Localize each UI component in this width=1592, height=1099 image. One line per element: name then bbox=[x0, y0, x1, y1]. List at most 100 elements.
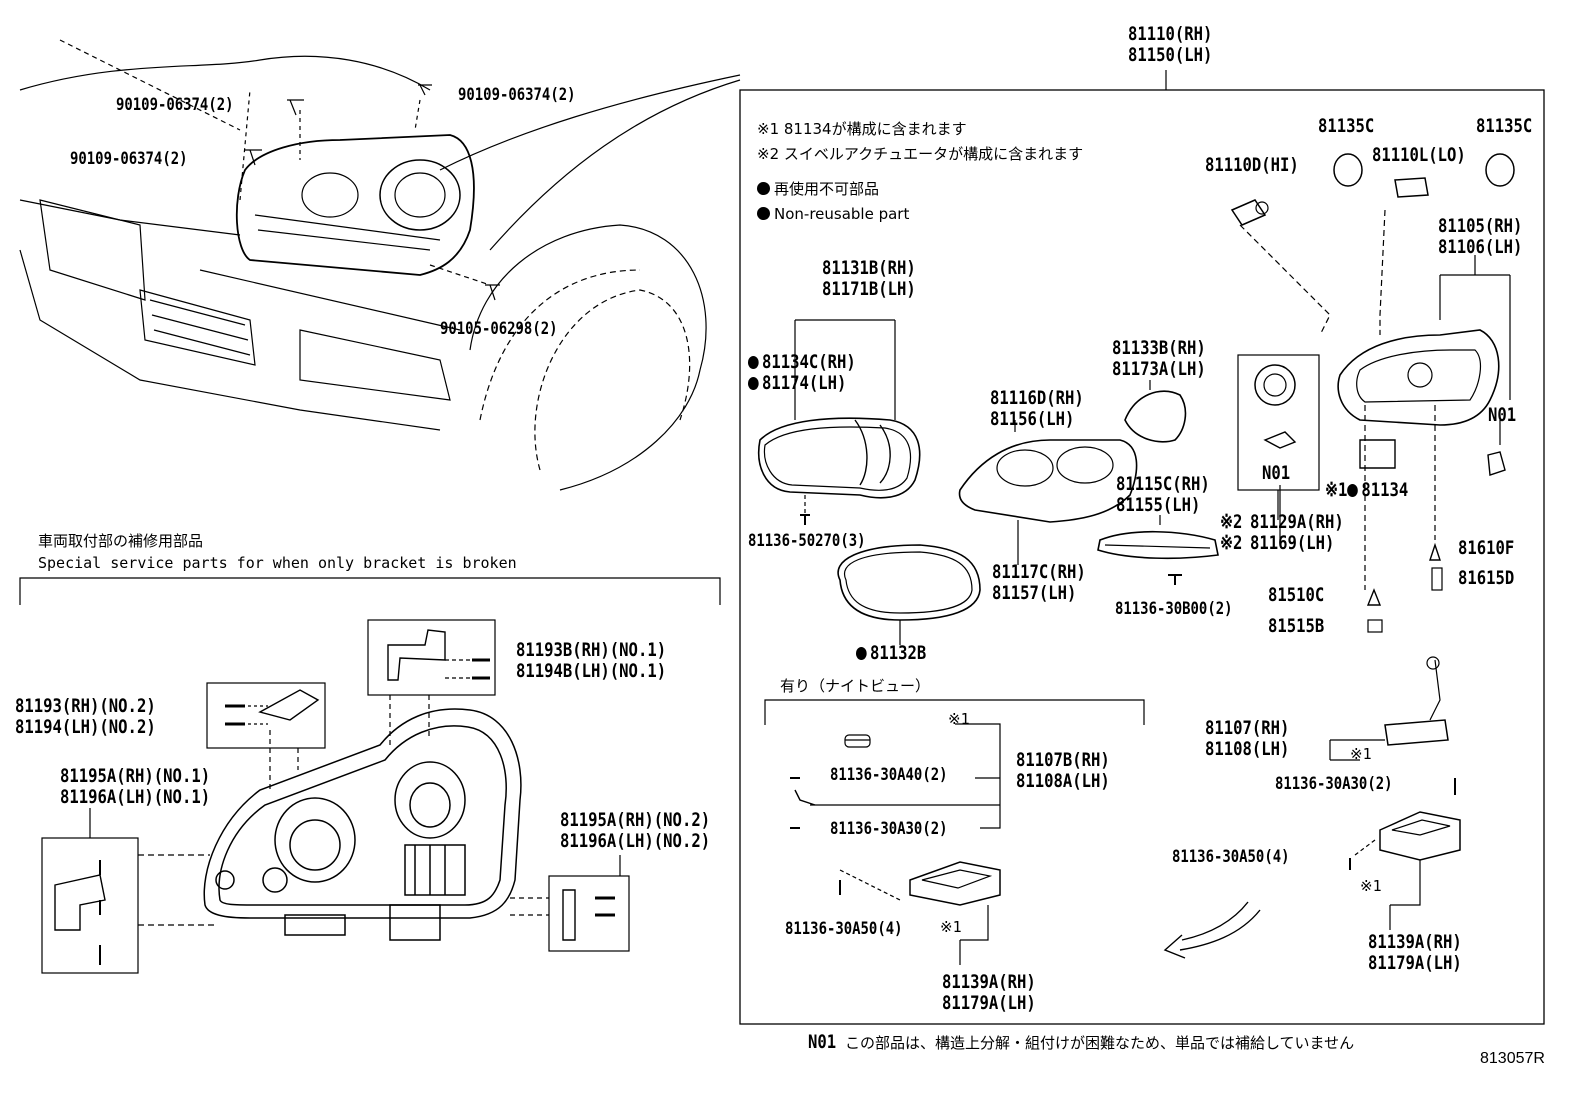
part-81108-lh: 81108(LH) bbox=[1205, 738, 1290, 760]
note-2: ※2 スイベルアクチュエータが構成に含まれます bbox=[757, 145, 1084, 163]
non-reusable-dot-icon bbox=[757, 207, 770, 220]
legend-jp: 再使用不可部品 bbox=[757, 178, 879, 200]
part-81136-30a30-nightview: 81136-30A30(2) bbox=[830, 819, 948, 839]
part-81196a-lh-no2: 81196A(LH)(NO.2) bbox=[560, 830, 711, 852]
bolt-label-4: 90105-06298(2) bbox=[440, 319, 558, 339]
part-81194-lh: 81194(LH)(NO.2) bbox=[15, 716, 156, 738]
legend-en: Non-reusable part bbox=[757, 203, 909, 225]
part-81195a-rh-no1: 81195A(RH)(NO.1) bbox=[60, 765, 211, 787]
part-81173a-lh: 81173A(LH) bbox=[1112, 358, 1206, 380]
part-81106-lh: 81106(LH) bbox=[1438, 236, 1523, 258]
bracket-no2-box bbox=[206, 682, 326, 749]
part-81194b-lh: 81194B(LH)(NO.1) bbox=[516, 660, 667, 682]
service-title-jp: 車両取付部の補修用部品 bbox=[38, 532, 204, 550]
part-81136-30a40: 81136-30A40(2) bbox=[830, 765, 948, 785]
part-81193-rh: 81193(RH)(NO.2) bbox=[15, 695, 156, 717]
part-81179a-lh-right: 81179A(LH) bbox=[1368, 952, 1462, 974]
part-81136-30a50-right: 81136-30A50(4) bbox=[1172, 847, 1290, 867]
bracket-81195a-no1-box bbox=[41, 837, 215, 974]
non-reusable-dot-icon bbox=[757, 182, 770, 195]
n01-label-right: N01 bbox=[1488, 404, 1517, 426]
bulbs bbox=[1230, 153, 1515, 633]
part-81139a-rh-right: 81139A(RH) bbox=[1368, 931, 1462, 953]
part-81156-lh: 81156(LH) bbox=[990, 408, 1075, 430]
part-81157-lh: 81157(LH) bbox=[992, 582, 1077, 604]
nightview-frame bbox=[764, 699, 1145, 965]
bolt-label-1: 90109-06374(2) bbox=[116, 95, 234, 115]
part-81133b bbox=[1124, 380, 1187, 443]
bolt-label-2: 90109-06374(2) bbox=[458, 85, 576, 105]
vehicle-front-illustration bbox=[19, 39, 741, 491]
part-81129a-rh: 81129A(RH) bbox=[1250, 511, 1344, 533]
bracket-81195a-no2-box bbox=[510, 875, 630, 952]
non-reusable-dot-icon bbox=[856, 647, 867, 660]
service-title-en: Special service parts for when only brac… bbox=[38, 554, 517, 572]
mark-1-81107: ※1 bbox=[1350, 745, 1372, 763]
part-81116d-rh: 81116D(RH) bbox=[990, 387, 1084, 409]
bracket-no1-box bbox=[367, 619, 496, 696]
assembly-label-rh: 81110(RH) bbox=[1128, 23, 1213, 45]
part-81196a-lh-no1: 81196A(LH)(NO.1) bbox=[60, 786, 211, 808]
footer-n01-label: N01 bbox=[808, 1031, 837, 1053]
headlamp-housing-rear bbox=[203, 708, 522, 941]
housing-81105 bbox=[1279, 255, 1511, 540]
part-81129a-box bbox=[1237, 354, 1320, 520]
gasket-81132b bbox=[837, 544, 981, 645]
part-81174-lh: 81174(LH) bbox=[748, 373, 846, 393]
part-81136-30a50-nightview: 81136-30A50(4) bbox=[785, 919, 903, 939]
trim-81131b bbox=[758, 319, 921, 525]
ecu-81107 bbox=[1329, 656, 1456, 795]
rotation-arrow bbox=[1163, 901, 1261, 959]
bracket-81139a-right bbox=[1349, 811, 1461, 930]
bezel-81116d bbox=[958, 420, 1138, 565]
main-frame bbox=[739, 70, 1545, 1025]
part-81131b-rh: 81131B(RH) bbox=[822, 257, 916, 279]
part-81107b-rh: 81107B(RH) bbox=[1016, 749, 1110, 771]
nightview-title: 有り（ナイトビュー） bbox=[780, 677, 931, 695]
assembly-label-lh: 81150(LH) bbox=[1128, 44, 1213, 66]
part-81115c bbox=[1097, 515, 1219, 585]
note-1: ※1 81134が構成に含まれます bbox=[757, 120, 967, 138]
part-81195a-rh-no2: 81195A(RH)(NO.2) bbox=[560, 809, 711, 831]
part-81136-30a30-right: 81136-30A30(2) bbox=[1275, 774, 1393, 794]
non-reusable-dot-icon bbox=[748, 356, 759, 369]
part-81139a-rh-nightview: 81139A(RH) bbox=[942, 971, 1036, 993]
part-81135c-right: 81135C bbox=[1476, 115, 1533, 137]
mark-2a: ※2 bbox=[1220, 511, 1243, 533]
service-section-frame bbox=[19, 577, 721, 605]
part-81132b: 81132B bbox=[856, 643, 926, 663]
mark-2b: ※2 bbox=[1220, 532, 1243, 554]
non-reusable-dot-icon bbox=[1347, 484, 1359, 497]
part-81110l: 81110L(LO) bbox=[1372, 144, 1466, 166]
part-81193b-rh: 81193B(RH)(NO.1) bbox=[516, 639, 667, 661]
part-81117c-rh: 81117C(RH) bbox=[992, 561, 1086, 583]
part-81135c-left: 81135C bbox=[1318, 115, 1375, 137]
bolt-label-3: 90109-06374(2) bbox=[70, 149, 188, 169]
mark-1-nightview-2: ※1 bbox=[940, 918, 962, 936]
part-81110d: 81110D(HI) bbox=[1205, 154, 1299, 176]
reference-code: 813057R bbox=[1480, 1050, 1545, 1067]
n01-label-mid: N01 bbox=[1262, 462, 1291, 484]
non-reusable-dot-icon bbox=[748, 377, 759, 390]
part-81134c-rh: 81134C(RH) bbox=[748, 352, 856, 372]
mark-1-81139-right: ※1 bbox=[1360, 877, 1382, 895]
part-81105-rh: 81105(RH) bbox=[1438, 215, 1523, 237]
part-81179a-lh-nightview: 81179A(LH) bbox=[942, 992, 1036, 1014]
part-81136-30b00: 81136-30B00(2) bbox=[1115, 599, 1233, 619]
part-81136-50270: 81136-50270(3) bbox=[748, 531, 866, 551]
leader-lines-service bbox=[89, 695, 621, 876]
part-81171b-lh: 81171B(LH) bbox=[822, 278, 916, 300]
part-81108a-lh: 81108A(LH) bbox=[1016, 770, 1110, 792]
part-81615d: 81615D bbox=[1458, 567, 1515, 589]
part-81510c: 81510C bbox=[1268, 584, 1325, 606]
part-81155-lh: 81155(LH) bbox=[1116, 494, 1201, 516]
part-81133b-rh: 81133B(RH) bbox=[1112, 337, 1206, 359]
leader-lines-main bbox=[1239, 209, 1436, 590]
footer-n01-text: この部品は、構造上分解・組付けが困難なため、単品では補給していません bbox=[845, 1034, 1355, 1052]
part-81107-rh: 81107(RH) bbox=[1205, 717, 1290, 739]
mark-1-nightview: ※1 bbox=[948, 710, 970, 728]
part-81610f: 81610F bbox=[1458, 537, 1515, 559]
part-81515b: 81515B bbox=[1268, 615, 1325, 637]
